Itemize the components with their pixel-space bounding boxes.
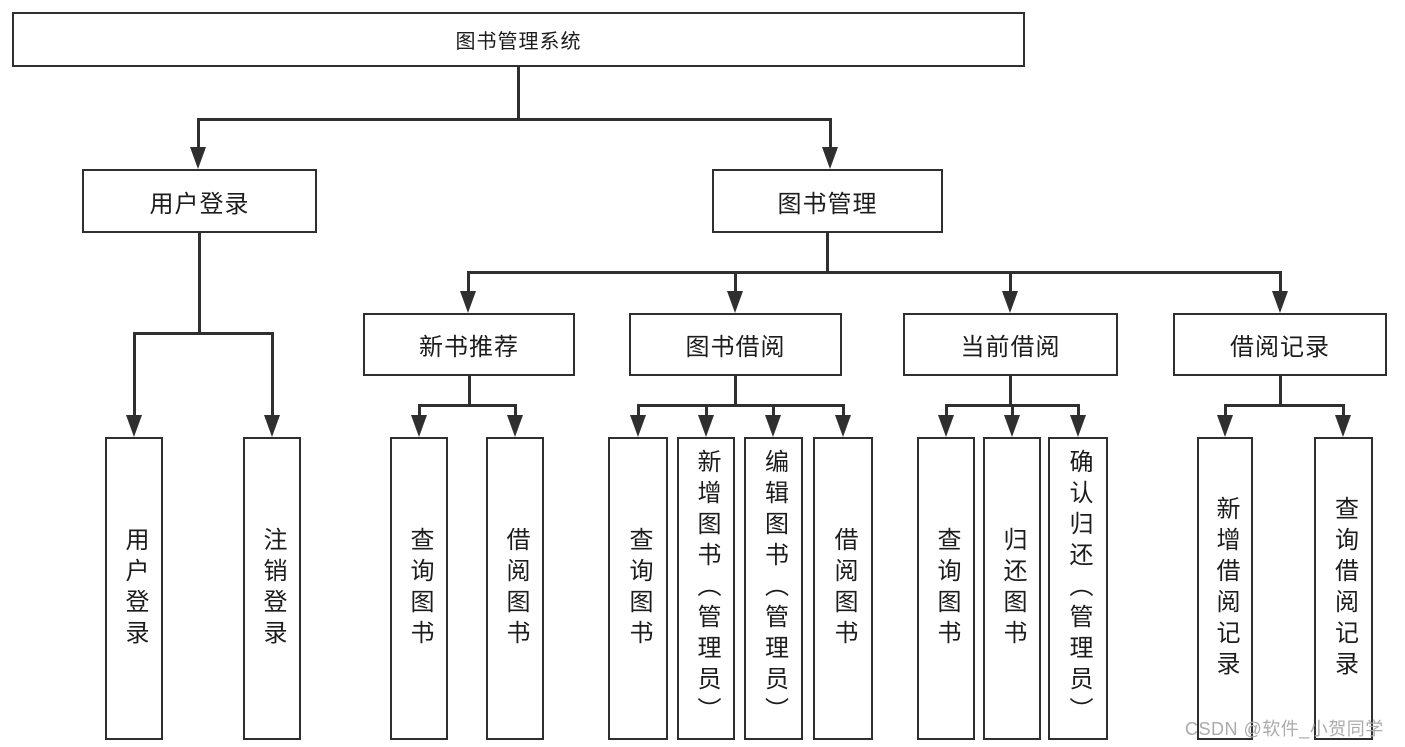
node-br-query: 查询借阅记录 <box>1314 437 1373 740</box>
node-cb-query: 查询图书 <box>917 437 975 740</box>
connector-stem-new-book-rec <box>467 271 470 293</box>
arrowhead-cb-query-icon <box>938 415 954 437</box>
connector-split-level1 <box>197 118 831 121</box>
connector-stem-book-mgmt <box>829 118 832 149</box>
arrowhead-nbr-borrow-icon <box>507 415 523 437</box>
node-book-mgmt-label: 图书管理 <box>777 190 878 218</box>
connector-split-level3 <box>467 271 1282 274</box>
node-bb-edit: 编辑图书（管理员） <box>744 437 803 740</box>
node-cb-return: 归还图书 <box>983 437 1041 740</box>
node-br-add: 新增借阅记录 <box>1197 437 1253 740</box>
connector-stem-br-query <box>1342 404 1345 417</box>
arrowhead-bb-edit-icon <box>765 415 781 437</box>
connector-new-book-rec-trunk <box>468 375 471 407</box>
node-nbr-borrow-label: 借阅图书 <box>502 526 529 651</box>
connector-stem-bb-edit <box>772 404 775 417</box>
connector-stem-bb-query <box>637 404 640 417</box>
connector-stem-login <box>133 332 136 416</box>
node-bb-borrow: 借阅图书 <box>813 437 873 740</box>
node-book-borrow-label: 图书借阅 <box>685 334 786 361</box>
node-logout-label: 注销登录 <box>259 526 286 651</box>
connector-book-borrow-trunk <box>734 375 737 407</box>
node-root: 图书管理系统 <box>12 12 1025 67</box>
arrowhead-current-borrow-icon <box>1002 291 1018 313</box>
arrowhead-br-add-icon <box>1217 415 1233 437</box>
arrowhead-cb-confirm-icon <box>1070 415 1086 437</box>
node-br-query-label: 查询借阅记录 <box>1330 495 1358 682</box>
node-bb-edit-label: 编辑图书（管理员） <box>760 449 788 728</box>
arrowhead-borrow-records-icon <box>1272 291 1288 313</box>
connector-stem-bb-add <box>705 404 708 417</box>
node-cb-query-label: 查询图书 <box>933 526 960 651</box>
connector-user-login-trunk <box>198 233 201 335</box>
connector-stem-logout <box>271 332 274 416</box>
node-root-label: 图书管理系统 <box>455 31 582 53</box>
watermark-text: CSDN @软件_小贺同学 <box>1185 719 1384 739</box>
node-new-book-rec-label: 新书推荐 <box>419 334 519 361</box>
connector-stem-bb-borrow <box>842 404 845 417</box>
node-bb-query-label: 查询图书 <box>625 526 652 651</box>
connector-split-borrow-records <box>1224 404 1345 407</box>
node-user-login-label: 用户登录 <box>149 190 250 218</box>
node-user-login: 用户登录 <box>82 169 317 233</box>
arrowhead-bb-query-icon <box>630 415 646 437</box>
arrowhead-cb-return-icon <box>1004 415 1020 437</box>
connector-stem-br-add <box>1224 404 1227 417</box>
arrowhead-bb-borrow-icon <box>835 415 851 437</box>
connector-stem-user-login <box>197 118 200 149</box>
connector-stem-current-borrow <box>1009 271 1012 293</box>
node-bb-add: 新增图书（管理员） <box>677 437 735 740</box>
node-nbr-borrow: 借阅图书 <box>486 437 544 740</box>
arrowhead-new-book-rec-icon <box>460 291 476 313</box>
arrowhead-nbr-query-icon <box>411 415 427 437</box>
connector-split-user-login <box>133 332 274 335</box>
connector-stem-book-borrow <box>734 271 737 293</box>
node-book-mgmt: 图书管理 <box>712 169 943 233</box>
arrowhead-bb-add-icon <box>698 415 714 437</box>
node-current-borrow: 当前借阅 <box>903 313 1118 376</box>
connector-borrow-records-trunk <box>1279 375 1282 407</box>
node-book-borrow: 图书借阅 <box>629 313 842 376</box>
node-bb-borrow-label: 借阅图书 <box>830 526 857 651</box>
node-br-add-label: 新增借阅记录 <box>1212 495 1239 682</box>
connector-root-trunk <box>517 67 520 121</box>
connector-stem-cb-query <box>945 404 948 417</box>
arrowhead-book-mgmt-icon <box>822 147 838 169</box>
connector-stem-nbr-query <box>418 404 421 417</box>
arrowhead-book-borrow-icon <box>727 291 743 313</box>
connector-book-mgmt-trunk <box>826 233 829 274</box>
node-cb-confirm-label: 确认归还（管理员） <box>1065 449 1092 728</box>
arrowhead-login-icon <box>126 415 142 437</box>
node-logout: 注销登录 <box>243 437 301 740</box>
node-new-book-rec: 新书推荐 <box>363 313 575 376</box>
node-login-label: 用户登录 <box>121 526 148 651</box>
node-login: 用户登录 <box>105 437 163 740</box>
arrowhead-user-login-icon <box>190 147 206 169</box>
node-bb-add-label: 新增图书（管理员） <box>693 449 720 728</box>
arrowhead-br-query-icon <box>1335 415 1351 437</box>
connector-stem-borrow-records <box>1279 271 1282 293</box>
connector-stem-cb-return <box>1011 404 1014 417</box>
node-current-borrow-label: 当前借阅 <box>960 334 1061 361</box>
connector-current-borrow-trunk <box>1009 375 1012 407</box>
node-borrow-records: 借阅记录 <box>1173 313 1387 376</box>
connector-stem-cb-confirm <box>1077 404 1080 417</box>
node-nbr-query-label: 查询图书 <box>406 526 433 651</box>
node-bb-query: 查询图书 <box>608 437 668 740</box>
node-cb-confirm: 确认归还（管理员） <box>1048 437 1108 740</box>
node-nbr-query: 查询图书 <box>390 437 448 740</box>
connector-split-new-book-rec <box>418 404 516 407</box>
connector-split-book-borrow <box>637 404 845 407</box>
arrowhead-logout-icon <box>264 415 280 437</box>
node-borrow-records-label: 借阅记录 <box>1230 334 1330 361</box>
node-cb-return-label: 归还图书 <box>999 526 1026 651</box>
connector-stem-nbr-borrow <box>514 404 517 417</box>
